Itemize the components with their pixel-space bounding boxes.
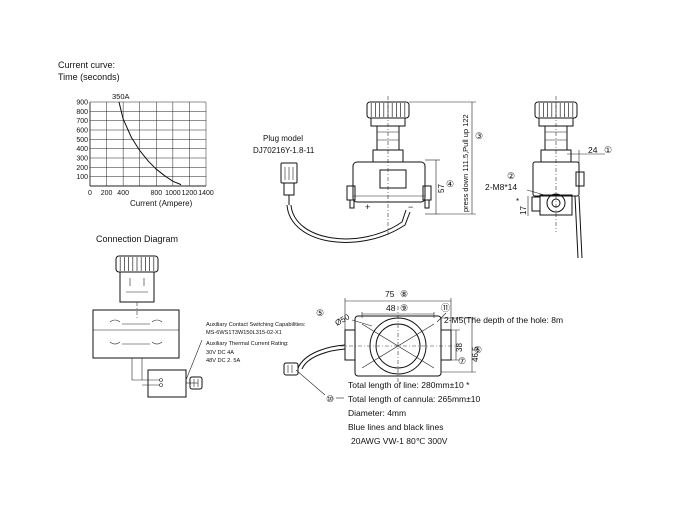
chart-y-tick-label: 200 (76, 165, 88, 172)
thread-label: 2-M8*14 (485, 182, 517, 192)
side-view-drawing: + − (346, 96, 476, 235)
connection-diagram-title: Connection Diagram (96, 234, 178, 244)
chart-y-tick-label: 300 (76, 156, 88, 163)
circle-4-label: ④ (446, 179, 454, 189)
spec-list: Total length of line: 280mm±10 * Total l… (348, 380, 481, 446)
circle-10-label: ⑩ (326, 394, 334, 404)
side-plus: + (365, 202, 370, 212)
chart-x-tick-label: 800 (150, 190, 162, 197)
chart-x-label: Current (Ampere) (130, 199, 193, 208)
dim-press-label: press down 111.5,Pull up 122 (461, 114, 470, 212)
chart-grid (89, 101, 207, 187)
chart-y-tick-label: 900 (76, 100, 88, 107)
dim-465-label: 46.5 (471, 346, 480, 362)
chart-title-line2: Time (seconds) (58, 72, 120, 82)
connection-diagram-drawing (92, 255, 203, 398)
plug-model-callout: Plug model DJ70216Y-1.8-11 (253, 134, 315, 155)
aux-thermal-title: Auxiliary Thermal Current Rating: (206, 341, 289, 347)
current-curve-chart: Current curve: Time (seconds) 350A 900 80… (58, 60, 214, 208)
circle-8-label: ⑧ (400, 289, 408, 299)
side-minus: − (408, 202, 413, 212)
chart-x-tick-label: 1400 (198, 190, 214, 197)
chart-y-tick-label: 100 (76, 174, 88, 181)
chart-y-tick-label: 800 (76, 109, 88, 116)
circle-2-label: ② (507, 171, 515, 181)
right-view-drawing (526, 96, 605, 259)
dim-57-label: 57 (437, 184, 446, 193)
spec-cannula-length: Total length of cannula: 265mm±10 (348, 394, 481, 404)
chart-peak-label: 350A (112, 92, 130, 101)
chart-y-tick-label: 400 (76, 146, 88, 153)
chart-y-tick-label: 600 (76, 128, 88, 135)
plug-label-line2: DJ70216Y-1.8-11 (253, 146, 315, 155)
aux-rating-30v: 30V DC 4A (206, 350, 234, 356)
cable-drawing (286, 204, 411, 243)
chart-x-tick-label: 1200 (182, 190, 198, 197)
circle-9-label: ⑨ (400, 303, 408, 313)
chart-curve-line (118, 101, 182, 186)
chart-y-tick-label: 500 (76, 137, 88, 144)
circle-11-label: ⑪ (441, 303, 450, 313)
plug-label-line1: Plug model (263, 134, 303, 143)
chart-y-tick-label: 700 (76, 118, 88, 125)
plug-connector-drawing (280, 162, 298, 205)
circle-6-label: ⑥ (474, 345, 482, 355)
dim-48-label: 48 (386, 303, 396, 313)
aux-rating-48v: 48V DC 2. 5A (206, 358, 240, 364)
dim-24-label: 24 (588, 145, 598, 155)
dia-50-label: Ø50 (334, 312, 352, 328)
circle-7-label: ⑦ (458, 356, 466, 366)
spec-wire-rating: 20AWG VW-1 80℃ 300V (351, 436, 448, 446)
chart-x-tick-label: 0 (88, 190, 92, 197)
chart-x-tick-label: 400 (117, 190, 129, 197)
aux-contact-title: Auxiliary Contact Switching Capabilities… (206, 322, 306, 328)
dim-38-label: 38 (455, 343, 464, 352)
dim-17-label: 17 (519, 206, 528, 215)
chart-x-tick-label: 200 (101, 190, 113, 197)
spec-line-colors: Blue lines and black lines (348, 422, 443, 432)
aux-contact-model: MS-6WS1T3W150L315-02-X1 (206, 330, 282, 336)
circle-1-label: ① (604, 145, 612, 155)
dim-75-label: 75 (385, 289, 395, 299)
m5-hole-label: 2-M5(The depth of the hole: 8m (444, 315, 563, 325)
chart-y-ticks: 900 800 700 600 500 400 300 200 100 (76, 100, 88, 182)
circle-5-label: ⑤ (316, 308, 324, 318)
top-view-drawing (283, 298, 476, 396)
circle-3-label: ③ (475, 131, 483, 141)
spec-line-length: Total length of line: 280mm±10 * (348, 380, 470, 390)
chart-x-tick-label: 1000 (165, 190, 181, 197)
star-mark: * (516, 197, 519, 206)
spec-diameter: Diameter: 4mm (348, 408, 406, 418)
chart-title-line1: Current curve: (58, 60, 115, 70)
